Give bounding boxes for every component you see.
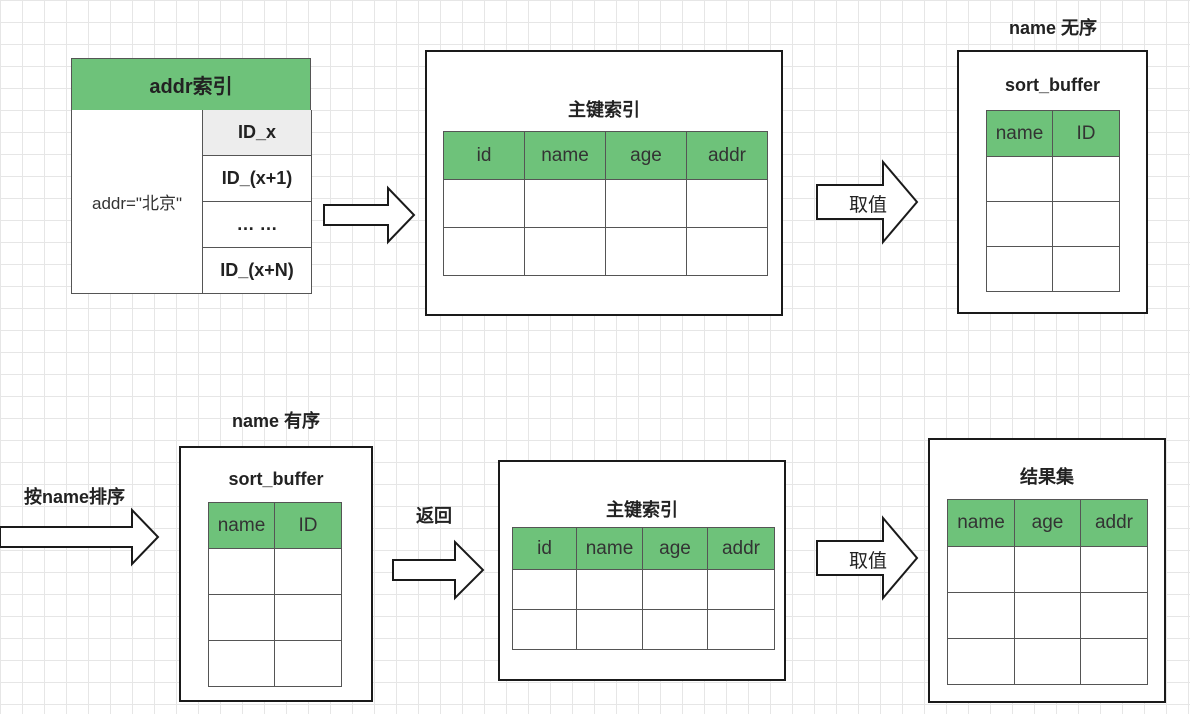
- table-cell: [443, 179, 525, 228]
- table-cell: [947, 546, 1015, 593]
- table-row: [947, 638, 1148, 685]
- addr-id-cell: … …: [202, 202, 312, 248]
- table-cell: [1052, 201, 1120, 247]
- result-set-title: 结果集: [1020, 467, 1074, 487]
- addr-id-cell: ID_(x+1): [202, 156, 312, 202]
- table-cell: [686, 179, 768, 228]
- table-cell: [1080, 638, 1148, 685]
- table-cell: [986, 201, 1053, 247]
- column-header: ID: [274, 502, 342, 549]
- table-cell: [1080, 592, 1148, 639]
- column-header: addr: [707, 527, 775, 570]
- table-cell: [576, 569, 643, 610]
- addr-condition: addr="北京": [71, 110, 203, 294]
- column-header: name: [947, 499, 1015, 547]
- table-row: [986, 156, 1120, 202]
- column-header: ID: [1052, 110, 1120, 157]
- table-cell: [274, 594, 342, 641]
- table-cell: [686, 227, 768, 276]
- right-arrow-icon: [392, 539, 485, 601]
- table-cell: [947, 592, 1015, 639]
- table-cell: [1014, 638, 1081, 685]
- addr-index-header: addr索引: [71, 58, 311, 111]
- right-arrow-icon: [0, 507, 160, 567]
- table-cell: [1014, 546, 1081, 593]
- column-header: addr: [1080, 499, 1148, 547]
- fetch-label-bottom: 取值: [849, 551, 888, 572]
- sort-buffer-bottom-caption: name 有序: [231, 411, 321, 431]
- table-cell: [524, 179, 606, 228]
- table-cell: [1052, 246, 1120, 292]
- table-cell: [274, 548, 342, 595]
- column-header: age: [642, 527, 708, 570]
- sort-buffer-bottom-table: name ID: [208, 502, 342, 687]
- sort-buffer-bottom-title: sort_buffer: [228, 469, 324, 489]
- table-row: [947, 592, 1148, 639]
- table-cell: [512, 609, 577, 650]
- sort-buffer-top-title: sort_buffer: [1004, 75, 1100, 95]
- table-cell: [986, 156, 1053, 202]
- primary-index-top-table: id name age addr: [443, 131, 768, 276]
- sort-buffer-top-table: name ID: [986, 110, 1120, 292]
- column-header: age: [1014, 499, 1081, 547]
- table-row: [208, 640, 342, 687]
- right-arrow-icon: [816, 159, 919, 245]
- column-header: id: [512, 527, 577, 570]
- column-header: name: [208, 502, 275, 549]
- table-row: [443, 179, 768, 228]
- table-cell: [642, 609, 708, 650]
- table-cell: [642, 569, 708, 610]
- table-cell: [512, 569, 577, 610]
- column-header: addr: [686, 131, 768, 180]
- table-row: [986, 246, 1120, 292]
- table-cell: [208, 640, 275, 687]
- result-set-box: 结果集 name age addr: [928, 438, 1166, 703]
- table-cell: [443, 227, 525, 276]
- right-arrow-icon: [323, 185, 416, 245]
- table-row: [208, 594, 342, 641]
- column-header: name: [986, 110, 1053, 157]
- table-cell: [1014, 592, 1081, 639]
- fetch-label-top: 取值: [849, 195, 888, 216]
- column-header: id: [443, 131, 525, 180]
- table-cell: [605, 227, 687, 276]
- table-cell: [1080, 546, 1148, 593]
- table-cell: [274, 640, 342, 687]
- right-arrow-icon: [816, 515, 919, 601]
- table-cell: [986, 246, 1053, 292]
- sort-by-name-label: 按name排序: [24, 487, 126, 507]
- table-cell: [605, 179, 687, 228]
- primary-index-top-box: 主键索引 id name age addr: [425, 50, 783, 316]
- addr-index-id-list: ID_x ID_(x+1) … … ID_(x+N): [202, 110, 312, 294]
- table-row: [986, 201, 1120, 247]
- column-header: name: [576, 527, 643, 570]
- table-row: [512, 609, 775, 650]
- column-header: age: [605, 131, 687, 180]
- sort-buffer-top-box: sort_buffer name ID: [957, 50, 1148, 314]
- sort-buffer-top-caption: name 无序: [1008, 18, 1098, 38]
- table-row: [443, 227, 768, 276]
- table-cell: [1052, 156, 1120, 202]
- table-cell: [576, 609, 643, 650]
- table-row: [947, 546, 1148, 593]
- table-cell: [524, 227, 606, 276]
- column-header: name: [524, 131, 606, 180]
- table-cell: [208, 548, 275, 595]
- primary-index-bottom-table: id name age addr: [512, 527, 775, 650]
- addr-id-cell: ID_(x+N): [202, 248, 312, 294]
- addr-id-cell: ID_x: [202, 110, 312, 156]
- sort-buffer-bottom-box: sort_buffer name ID: [179, 446, 373, 702]
- table-cell: [707, 569, 775, 610]
- table-cell: [947, 638, 1015, 685]
- table-cell: [208, 594, 275, 641]
- primary-index-top-title: 主键索引: [568, 100, 640, 120]
- table-row: [208, 548, 342, 595]
- primary-index-bottom-box: 主键索引 id name age addr: [498, 460, 786, 681]
- return-label: 返回: [416, 506, 452, 526]
- primary-index-bottom-title: 主键索引: [606, 500, 678, 520]
- table-cell: [707, 609, 775, 650]
- result-set-table: name age addr: [947, 499, 1148, 685]
- table-row: [512, 569, 775, 610]
